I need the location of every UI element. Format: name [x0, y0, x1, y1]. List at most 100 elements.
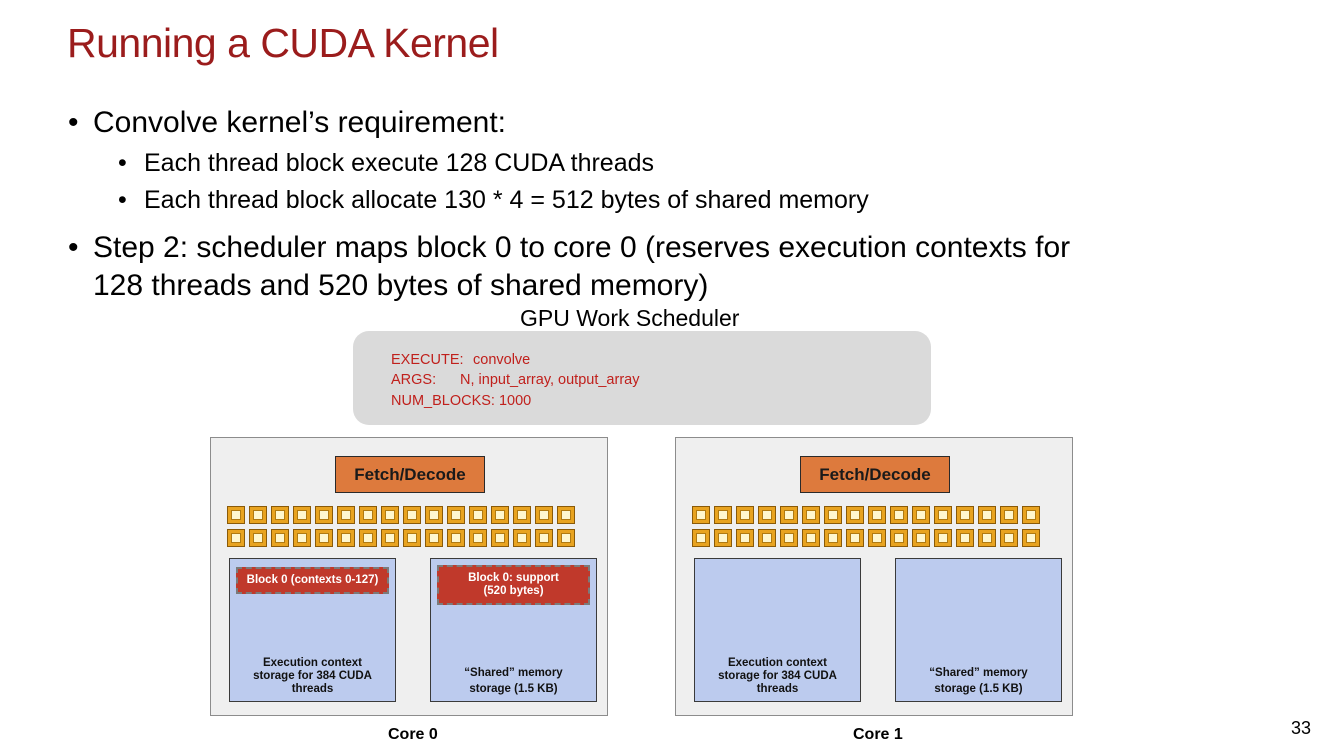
alu-row-top — [692, 506, 1040, 524]
alu-unit — [469, 529, 487, 547]
core-1: Fetch/Decode Execution context storage f… — [675, 437, 1073, 716]
block-0-support: Block 0: support (520 bytes) — [437, 565, 590, 605]
scheduler-args-line: ARGS: N, input_array, output_array — [391, 372, 639, 388]
alu-unit — [249, 506, 267, 524]
alu-row-bottom — [692, 529, 1040, 547]
alu-unit — [359, 529, 377, 547]
bullet-text: Convolve kernel’s requirement: — [93, 106, 506, 139]
alu-unit — [824, 529, 842, 547]
alu-row-top — [227, 506, 575, 524]
shared-memory-storage: “Shared” memory storage (1.5 KB) — [895, 558, 1062, 702]
alu-unit — [447, 506, 465, 524]
storage-label-line-1: Execution context — [727, 657, 828, 669]
alu-unit — [491, 529, 509, 547]
bullet-dot: • — [68, 231, 79, 264]
alu-unit — [1022, 506, 1040, 524]
args-value: N, input_array, output_array — [460, 372, 640, 388]
shared-label-line-2: storage (1.5 KB) — [934, 683, 1023, 695]
block-0-contexts-label: Block 0 (contexts 0-127) — [246, 573, 379, 586]
alu-unit — [249, 529, 267, 547]
alu-unit — [890, 529, 908, 547]
alu-unit — [912, 529, 930, 547]
alu-unit — [692, 529, 710, 547]
execute-value: convolve — [473, 352, 531, 368]
alu-unit — [934, 506, 952, 524]
alu-unit — [692, 506, 710, 524]
execution-context-storage: Execution context storage for 384 CUDA t… — [694, 558, 861, 702]
storage-label-line-1: Execution context — [262, 657, 363, 669]
alu-unit — [714, 506, 732, 524]
alu-unit — [714, 529, 732, 547]
alu-unit — [513, 529, 531, 547]
alu-unit — [469, 506, 487, 524]
page-number: 33 — [1291, 718, 1312, 738]
alu-unit — [403, 529, 421, 547]
bullet-text-line-2: 128 threads and 520 bytes of shared memo… — [93, 269, 709, 302]
alu-unit — [271, 529, 289, 547]
alu-unit — [403, 506, 421, 524]
block-0-contexts: Block 0 (contexts 0-127) — [236, 567, 389, 594]
block-0-support-label-2: (520 bytes) — [483, 585, 544, 597]
alu-unit — [293, 529, 311, 547]
alu-unit — [227, 529, 245, 547]
alu-unit — [1022, 529, 1040, 547]
bullet-text: Each thread block allocate 130 * 4 = 512… — [144, 186, 869, 214]
alu-unit — [535, 529, 553, 547]
alu-unit — [802, 506, 820, 524]
shared-memory-storage: Block 0: support (520 bytes) “Shared” me… — [430, 558, 597, 702]
alu-unit — [758, 529, 776, 547]
alu-unit — [802, 529, 820, 547]
alu-unit — [381, 506, 399, 524]
alu-unit — [337, 506, 355, 524]
block-0-support-label-1: Block 0: support — [468, 571, 559, 584]
storage-label-line-3: threads — [291, 683, 334, 695]
storage-label-line-2: storage for 384 CUDA — [253, 670, 372, 682]
alu-unit — [868, 506, 886, 524]
shared-label-line-1: “Shared” memory — [929, 667, 1028, 679]
alu-unit — [425, 529, 443, 547]
alu-unit — [780, 529, 798, 547]
scheduler-box: EXECUTE: convolve ARGS: N, input_array, … — [353, 331, 931, 425]
scheduler-numblocks-line: NUM_BLOCKS: 1000 — [391, 393, 531, 409]
alu-unit — [934, 529, 952, 547]
shared-label-line-2: storage (1.5 KB) — [469, 683, 558, 695]
alu-unit — [491, 506, 509, 524]
alu-unit — [956, 506, 974, 524]
slide-title: Running a CUDA Kernel — [67, 20, 499, 66]
alu-unit — [978, 506, 996, 524]
storage-label-line-3: threads — [756, 683, 799, 695]
scheduler-title: GPU Work Scheduler — [520, 305, 740, 331]
bullet-text-line-1: Step 2: scheduler maps block 0 to core 0… — [93, 231, 1071, 264]
bullet-text: Each thread block execute 128 CUDA threa… — [144, 149, 655, 177]
alu-unit — [513, 506, 531, 524]
scheduler-execute-line: EXECUTE: convolve — [391, 352, 530, 368]
bullet-dot: • — [118, 186, 127, 214]
alu-row-bottom — [227, 529, 575, 547]
alu-unit — [227, 506, 245, 524]
alu-unit — [824, 506, 842, 524]
fetch-decode-unit: Fetch/Decode — [800, 456, 950, 493]
alu-unit — [447, 529, 465, 547]
core-0: Fetch/Decode Block 0 (contexts 0-127) Ex… — [210, 437, 608, 716]
alu-unit — [868, 529, 886, 547]
core-1-label: Core 1 — [853, 726, 903, 743]
alu-unit — [978, 529, 996, 547]
alu-unit — [337, 529, 355, 547]
alu-unit — [271, 506, 289, 524]
alu-unit — [890, 506, 908, 524]
alu-unit — [780, 506, 798, 524]
alu-unit — [557, 529, 575, 547]
alu-unit — [736, 529, 754, 547]
shared-label-line-1: “Shared” memory — [464, 667, 563, 679]
alu-unit — [736, 506, 754, 524]
alu-unit — [315, 529, 333, 547]
alu-unit — [359, 506, 377, 524]
alu-unit — [1000, 529, 1018, 547]
bullet-dot: • — [68, 106, 79, 139]
alu-unit — [846, 506, 864, 524]
alu-unit — [293, 506, 311, 524]
alu-unit — [557, 506, 575, 524]
args-key: ARGS: — [391, 372, 437, 388]
alu-unit — [956, 529, 974, 547]
execution-context-storage: Block 0 (contexts 0-127) Execution conte… — [229, 558, 396, 702]
